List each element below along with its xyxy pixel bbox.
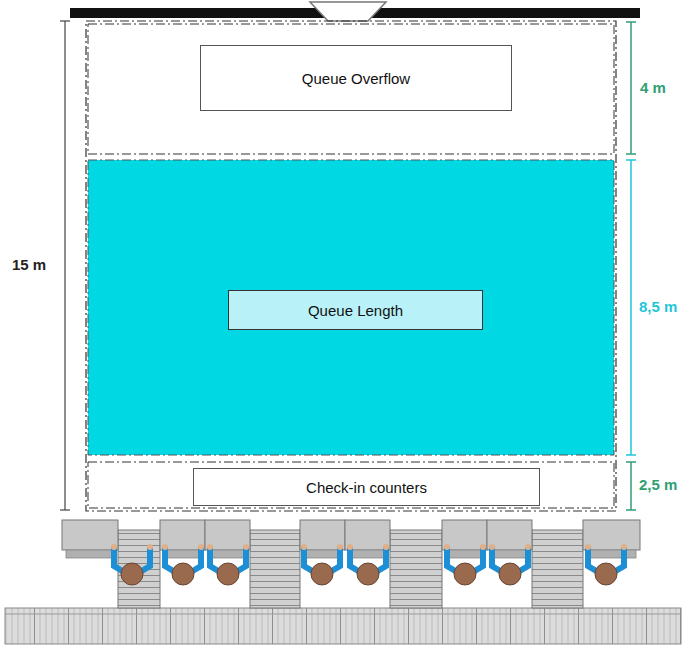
desk [345, 520, 390, 550]
dimension-label: 4 m [640, 79, 666, 96]
agent [207, 544, 249, 585]
door [310, 2, 386, 21]
agent [489, 544, 531, 585]
overflow-zone [88, 24, 614, 154]
desk [205, 520, 250, 550]
agent [585, 544, 627, 585]
desk [583, 520, 640, 550]
agent [347, 544, 389, 585]
agent [162, 544, 204, 585]
dimension-line [630, 462, 632, 510]
zone-label: Check-in counters [306, 479, 427, 496]
hall-zone [86, 21, 616, 511]
dimension-line [64, 21, 65, 510]
agent [301, 544, 343, 585]
queue-zone [88, 160, 614, 455]
desk [442, 520, 487, 550]
conveyor [250, 530, 300, 608]
desk [300, 520, 345, 550]
dimension-line [630, 160, 632, 455]
agent [111, 544, 153, 585]
check-in-desks [62, 520, 640, 608]
conveyor [532, 530, 583, 608]
desk [62, 520, 118, 550]
zone-label: Queue Overflow [302, 70, 410, 87]
zone-box: Queue Length [228, 290, 483, 330]
conveyor [390, 530, 442, 608]
dimension-label: 8,5 m [639, 298, 677, 315]
zone-box: Check-in counters [193, 468, 540, 506]
dimension-label: 15 m [12, 256, 46, 273]
dimension-label: 2,5 m [639, 476, 677, 493]
agent [444, 544, 486, 585]
zone-label: Queue Length [308, 302, 403, 319]
zone-box: Queue Overflow [200, 45, 512, 111]
desk [160, 520, 205, 550]
baggage-belt [5, 608, 681, 644]
desk [487, 520, 532, 550]
dimension-line [630, 22, 632, 154]
counter-zone [88, 462, 614, 508]
conveyor [118, 530, 160, 608]
